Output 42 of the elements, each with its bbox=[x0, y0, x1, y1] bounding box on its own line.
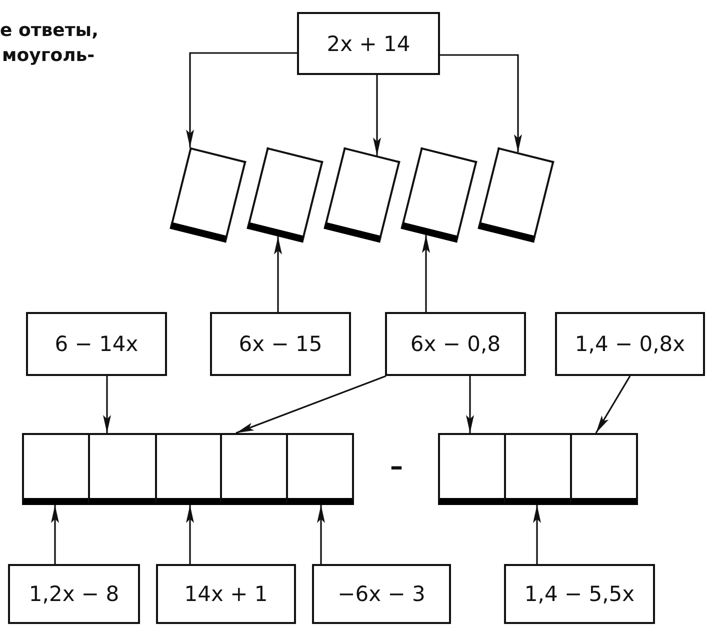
expression-text: 2x + 14 bbox=[326, 32, 410, 56]
answer-cell bbox=[220, 433, 288, 505]
expression-text: 1,2x − 8 bbox=[28, 582, 120, 606]
arrow bbox=[186, 505, 194, 564]
expression-text: 1,4 − 0,8x bbox=[574, 332, 686, 356]
arrow bbox=[317, 505, 325, 564]
minus-sign: – bbox=[390, 452, 403, 482]
arrow bbox=[236, 375, 386, 434]
expression-text: 14x + 1 bbox=[184, 582, 268, 606]
answer-cell bbox=[286, 433, 354, 505]
arrow bbox=[51, 505, 59, 564]
expression-box bbox=[297, 12, 440, 75]
expression-text: −6x − 3 bbox=[338, 582, 426, 606]
expression-box bbox=[156, 564, 296, 624]
expression-box bbox=[385, 312, 526, 376]
arrow bbox=[595, 376, 631, 434]
arrow bbox=[103, 376, 111, 433]
answer-cell bbox=[88, 433, 157, 505]
arrow bbox=[533, 505, 541, 564]
instruction-text: моуголь- bbox=[2, 45, 95, 66]
arrow bbox=[186, 52, 297, 148]
answer-cell bbox=[570, 433, 638, 505]
expression-box bbox=[312, 564, 451, 624]
expression-box bbox=[210, 312, 351, 376]
answer-cell bbox=[504, 433, 572, 505]
arrow bbox=[440, 54, 522, 152]
expression-text: 6x − 0,8 bbox=[410, 332, 501, 356]
arrow bbox=[466, 376, 474, 433]
expression-box bbox=[26, 312, 167, 376]
arrow bbox=[373, 75, 381, 156]
expression-box bbox=[8, 564, 140, 624]
expression-text: 1,4 − 5,5x bbox=[524, 582, 635, 606]
answer-cell bbox=[155, 433, 222, 505]
arrow bbox=[422, 235, 430, 312]
expression-box bbox=[555, 312, 705, 376]
expression-box bbox=[504, 564, 655, 624]
instruction-text: е ответы, bbox=[0, 20, 98, 41]
answer-cell bbox=[22, 433, 90, 505]
arrow bbox=[274, 236, 282, 312]
answer-cell bbox=[438, 433, 506, 505]
expression-text: 6x − 15 bbox=[238, 332, 322, 356]
expression-text: 6 − 14x bbox=[54, 332, 138, 356]
